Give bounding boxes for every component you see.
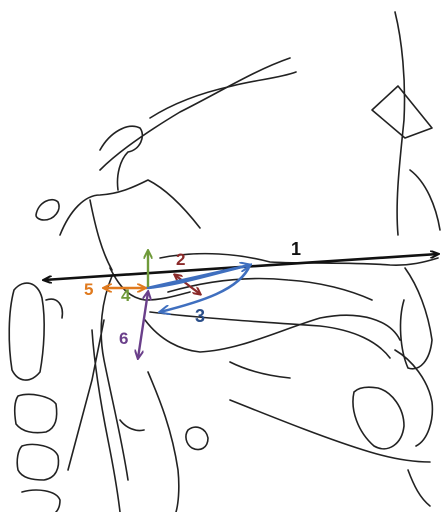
measurement-3-label: 3 xyxy=(195,306,205,326)
pterygoid-outline xyxy=(60,180,200,235)
vertebra-c2 xyxy=(9,283,44,380)
measurement-4-label: 4 xyxy=(121,286,131,305)
mandibular-ramus xyxy=(148,372,179,512)
hyoid-outline xyxy=(186,427,208,449)
tongue-outline xyxy=(145,315,400,352)
dorsum-tongue xyxy=(230,362,290,378)
anatomy-outlines xyxy=(9,12,440,512)
epiglottis-outline xyxy=(120,420,144,431)
measurement-2-label: 2 xyxy=(176,250,185,269)
chin-soft-tissue xyxy=(408,470,430,506)
upper-incisor-outline xyxy=(401,268,432,369)
measurement-5-label: 5 xyxy=(84,280,93,299)
pharyngeal-wall xyxy=(101,276,128,480)
measurement-labels: 1 2 3 4 5 6 xyxy=(84,239,301,348)
lower-incisor-outline xyxy=(395,350,432,446)
vertebra-c5 xyxy=(22,490,60,512)
sella-outline xyxy=(100,126,142,190)
spinal-posterior xyxy=(68,320,104,470)
clivus-outline xyxy=(150,72,296,118)
symphysis-outline xyxy=(353,387,404,449)
measurement-1-label: 1 xyxy=(291,239,301,259)
cranial-base-outline xyxy=(100,58,290,170)
vertebra-c3 xyxy=(15,394,57,432)
vertebra-c4 xyxy=(17,444,58,480)
pterygoid-plate xyxy=(90,200,112,270)
hard-palate-lower xyxy=(168,279,372,301)
frontal-outline xyxy=(395,12,405,235)
nasal-bone-outline xyxy=(372,86,432,138)
measurement-6-label: 6 xyxy=(119,329,128,348)
ear-canal-outline xyxy=(36,200,59,220)
odontoid-process xyxy=(46,299,62,318)
orbit-outline xyxy=(410,170,440,230)
measurement-6-arrow xyxy=(138,292,148,358)
